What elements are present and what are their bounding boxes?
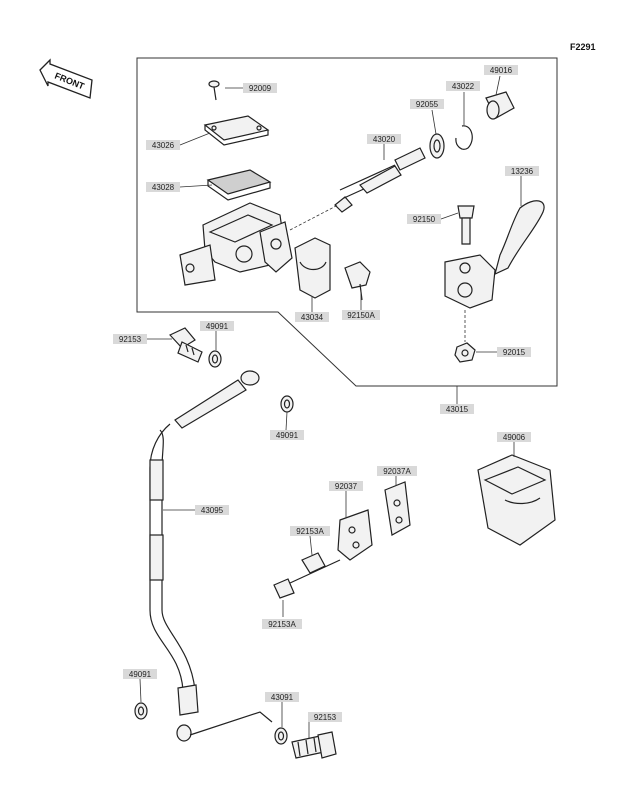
svg-text:92153A: 92153A xyxy=(296,527,324,536)
part-label-92150a: 92150A xyxy=(342,310,380,320)
washer-49091c-part xyxy=(134,702,148,720)
circlip-part xyxy=(455,125,473,150)
washer-49091a-part xyxy=(208,350,222,368)
part-label-49091-bottom: 49091 xyxy=(123,669,157,679)
bracket-92037a-part xyxy=(384,481,411,536)
part-label-43028: 43028 xyxy=(146,182,180,192)
bolt-92150a-part xyxy=(344,261,371,301)
svg-text:92153A: 92153A xyxy=(268,620,296,629)
bracket-92037-part xyxy=(337,509,373,561)
part-label-43091: 43091 xyxy=(265,692,299,702)
piston-kit-part xyxy=(289,147,426,231)
svg-text:43022: 43022 xyxy=(452,82,475,91)
svg-text:92037A: 92037A xyxy=(383,467,411,476)
part-label-43015: 43015 xyxy=(440,404,474,414)
master-cylinder-body-part xyxy=(179,202,293,286)
part-label-92037a: 92037A xyxy=(377,466,417,476)
part-label-92153: 92153 xyxy=(113,334,147,344)
svg-text:92015: 92015 xyxy=(503,348,526,357)
reservoir-cap-part xyxy=(203,115,270,146)
svg-text:43026: 43026 xyxy=(152,141,175,150)
part-label-92037: 92037 xyxy=(329,481,363,491)
boot-part xyxy=(485,91,515,120)
part-label-43095: 43095 xyxy=(195,505,229,515)
part-label-43020: 43020 xyxy=(367,134,401,144)
pivot-bolt-part xyxy=(457,205,475,245)
svg-text:92153: 92153 xyxy=(119,335,142,344)
svg-text:49091: 49091 xyxy=(129,670,152,679)
bolt-92153a2-part xyxy=(273,559,341,599)
part-label-49091-top: 49091 xyxy=(200,321,234,331)
washer-92055-part xyxy=(429,133,445,159)
svg-text:13236: 13236 xyxy=(511,167,534,176)
svg-text:49091: 49091 xyxy=(206,322,229,331)
part-label-49006: 49006 xyxy=(497,432,531,442)
svg-text:43015: 43015 xyxy=(446,405,469,414)
reservoir-49006-part xyxy=(477,454,556,546)
svg-text:49091: 49091 xyxy=(276,431,299,440)
assembly-frame xyxy=(136,57,558,387)
part-label-43026: 43026 xyxy=(146,140,180,150)
svg-text:43095: 43095 xyxy=(201,506,224,515)
washer-49091b-part xyxy=(280,395,294,413)
part-label-92055: 92055 xyxy=(410,99,444,109)
diaphragm-part xyxy=(206,169,272,201)
banjo-bolt-top-part xyxy=(169,327,203,363)
nut-part xyxy=(454,310,476,363)
part-label-92153a-upper: 92153A xyxy=(290,526,330,536)
washer-43091-part xyxy=(274,727,288,745)
svg-text:43028: 43028 xyxy=(152,183,175,192)
screw-92009-part xyxy=(208,80,220,101)
bolt-92153a-part xyxy=(301,552,326,574)
part-label-92150: 92150 xyxy=(407,214,441,224)
svg-text:92009: 92009 xyxy=(249,84,272,93)
part-label-49091-mid: 49091 xyxy=(270,430,304,440)
svg-text:49006: 49006 xyxy=(503,433,526,442)
part-label-13236: 13236 xyxy=(505,166,539,176)
brake-hose-part xyxy=(149,370,273,742)
part-label-43034: 43034 xyxy=(295,312,329,322)
banjo-bolt-bottom-part xyxy=(291,731,337,759)
svg-text:92037: 92037 xyxy=(335,482,358,491)
brake-lever-part xyxy=(444,200,545,309)
svg-text:92153: 92153 xyxy=(314,713,337,722)
part-label-43022: 43022 xyxy=(446,81,480,91)
clamp-part xyxy=(294,237,331,299)
svg-text:43091: 43091 xyxy=(271,693,294,702)
diagram-reference: F2291 xyxy=(570,42,596,52)
svg-text:92150A: 92150A xyxy=(347,311,375,320)
part-label-92153-bottom: 92153 xyxy=(308,712,342,722)
front-arrow-icon: FRONT xyxy=(39,58,93,99)
svg-text:49016: 49016 xyxy=(490,66,513,75)
part-label-92015: 92015 xyxy=(497,347,531,357)
part-label-92009: 92009 xyxy=(243,83,277,93)
svg-text:92055: 92055 xyxy=(416,100,439,109)
part-label-92153a-lower: 92153A xyxy=(262,619,302,629)
svg-text:92150: 92150 xyxy=(413,215,436,224)
part-label-49016: 49016 xyxy=(484,65,518,75)
svg-text:43034: 43034 xyxy=(301,313,324,322)
svg-text:43020: 43020 xyxy=(373,135,396,144)
